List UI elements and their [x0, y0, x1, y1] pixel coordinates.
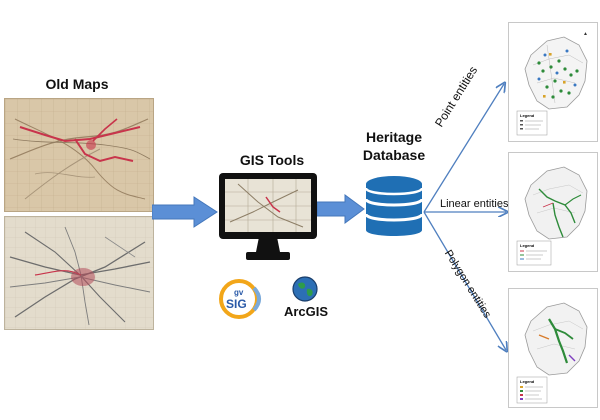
arcgis-label: ArcGIS [283, 304, 329, 319]
heritage-title-line1: Heritage [365, 129, 423, 145]
north-arrow-map1: ▲ [583, 31, 588, 37]
heritage-database-title: Heritage Database [344, 128, 444, 164]
globe-icon [292, 276, 318, 302]
branch-arrow-polygon [423, 211, 506, 350]
svg-text:SIG: SIG [226, 297, 247, 311]
old-maps-title: Old Maps [45, 76, 109, 92]
old-map-image-bottom [4, 216, 154, 330]
arrow-maps-to-gis [152, 196, 218, 228]
legend-title-map3: Legend [520, 379, 535, 384]
output-map-points: Legend ▲ [508, 22, 598, 142]
gvsig-logo: gv SIG [218, 278, 264, 320]
gis-tools-title: GIS Tools [239, 152, 305, 168]
heritage-title-line2: Database [362, 147, 426, 163]
svg-text:gv: gv [234, 288, 244, 297]
old-map-image-top [4, 98, 154, 212]
output-map-polygons: Legend [508, 288, 598, 408]
branch-arrow-point [423, 84, 504, 213]
arcgis-logo: ArcGIS [282, 276, 330, 326]
linear-entities-label: Linear entities [440, 198, 509, 210]
legend-title-map1: Legend [520, 113, 535, 118]
output-map-linear: Legend [508, 152, 598, 272]
database-icon [364, 174, 424, 240]
arrow-gis-to-database [317, 194, 365, 224]
legend-title-map2: Legend [520, 243, 535, 248]
monitor-icon [218, 172, 318, 264]
